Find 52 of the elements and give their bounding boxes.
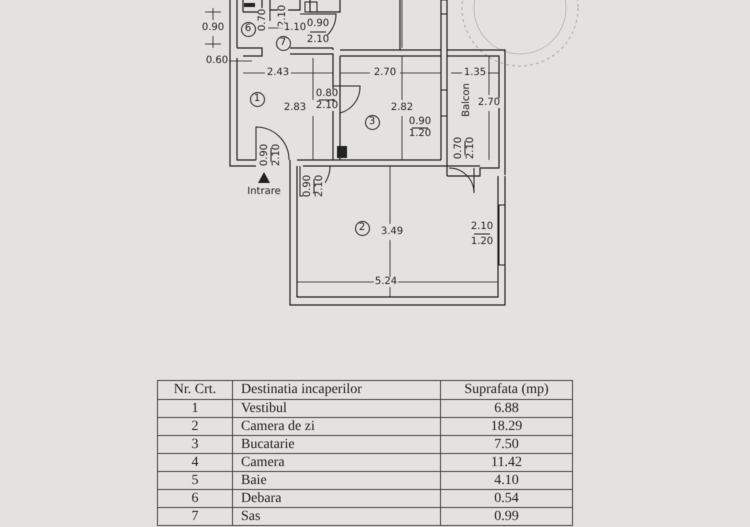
table-cell: 7.50 — [440, 436, 572, 453]
dimension-label: 2.70 — [476, 98, 502, 108]
dimension-label: 0.90 — [408, 117, 432, 127]
dimension-label: 2.10 — [272, 142, 282, 168]
dimension-label: 0.70 — [454, 136, 464, 160]
dimension-label: 2.82 — [390, 103, 414, 113]
table-cell-text: 6 — [190, 490, 200, 507]
dimension-label: 5.24 — [374, 277, 398, 287]
dimension-label: 2.10 — [306, 35, 330, 45]
dimension-label: 1.10 — [282, 23, 308, 33]
dimension-label: 2.70 — [372, 68, 398, 78]
dimension-label: 0.60 — [204, 56, 230, 66]
header-cell: Suprafata (mp) — [440, 381, 572, 399]
table-cell: Vestibul — [232, 400, 440, 417]
table-cell: Camera de zi — [232, 418, 440, 435]
table-cell: Debara — [232, 490, 440, 507]
dimension-label: 1.35 — [462, 68, 488, 78]
table-cell: 11.42 — [440, 454, 572, 471]
dimension-label: 2.10 — [466, 136, 476, 160]
table-cell: 4.10 — [440, 472, 572, 489]
room-label: Balcon — [462, 82, 472, 118]
header-cell: Destinatia incaperilor — [232, 381, 440, 399]
dimension-label: 2.43 — [266, 68, 290, 78]
table-cell: Sas — [232, 508, 440, 525]
dimension-label: 2.10 — [470, 222, 494, 232]
table-cell-text: 1 — [190, 400, 200, 417]
table-cell: Baie — [232, 472, 440, 489]
table-cell-text: 7 — [190, 508, 200, 525]
dimension-label: 0.90 — [260, 142, 270, 168]
table-cell: 18.29 — [440, 418, 572, 435]
dimension-label: 2.10 — [315, 174, 325, 198]
table-cell: Camera — [232, 454, 440, 471]
entrance-label: Intrare — [246, 187, 282, 197]
table-cell: 0.54 — [440, 490, 572, 507]
table-cell-text: 2 — [190, 418, 200, 435]
header-cell-text: Nr. Crt. — [172, 381, 218, 399]
dimension-label: 2.83 — [282, 103, 308, 113]
dimension-label: 1.20 — [470, 237, 494, 247]
table-cell-text: 4 — [190, 454, 200, 471]
table-cell: 0.99 — [440, 508, 572, 525]
dimension-label: 1.20 — [408, 129, 432, 139]
dimension-label: 0.90 — [303, 174, 313, 198]
dimension-label: 0.70 — [258, 8, 268, 32]
dimension-label: 0.90 — [200, 23, 226, 33]
dimension-label: 0.90 — [306, 19, 330, 29]
table-cell-text: 3 — [190, 436, 200, 453]
table-cell: Bucatarie — [232, 436, 440, 453]
dimension-label: 2.10 — [314, 101, 340, 111]
dimension-label: 0.80 — [314, 89, 340, 99]
dimension-label: 3.49 — [380, 227, 404, 237]
table-cell: 6.88 — [440, 400, 572, 417]
table-cell-text: 5 — [190, 472, 200, 489]
